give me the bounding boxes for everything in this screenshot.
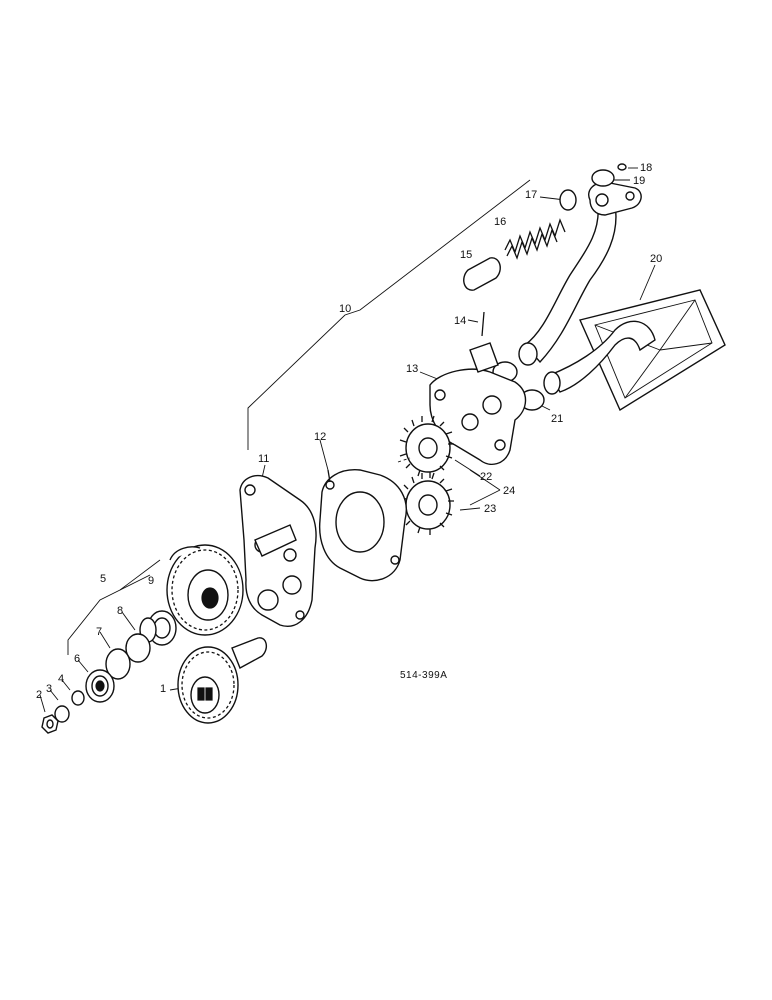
pump-gears bbox=[391, 415, 454, 535]
callout-4: 4 bbox=[58, 673, 64, 685]
callout-19: 19 bbox=[633, 175, 645, 187]
pump-gear-22 bbox=[399, 415, 454, 478]
callout-3: 3 bbox=[46, 683, 52, 695]
pump-cover-13 bbox=[429, 342, 527, 466]
bearing-6 bbox=[85, 669, 115, 703]
washers bbox=[41, 690, 85, 734]
callout-18: 18 bbox=[640, 162, 652, 174]
spacer-7 bbox=[105, 648, 131, 680]
pump-body-12 bbox=[318, 469, 407, 582]
callout-21: 21 bbox=[551, 413, 563, 425]
callout-6: 6 bbox=[74, 653, 80, 665]
spring-16 bbox=[504, 218, 566, 260]
washer-3 bbox=[54, 705, 70, 723]
drive-gear-1 bbox=[177, 637, 268, 724]
callout-20: 20 bbox=[650, 253, 662, 265]
callout-2: 2 bbox=[36, 689, 42, 701]
callout-11: 11 bbox=[258, 453, 269, 465]
callout-9: 9 bbox=[148, 575, 154, 587]
callout-23: 23 bbox=[484, 503, 496, 515]
plunger-15 bbox=[463, 257, 501, 291]
snap-rings bbox=[105, 633, 151, 680]
oil-pipe-assembly bbox=[518, 181, 726, 412]
callout-10: 10 bbox=[339, 303, 351, 315]
callout-labels: 1 2 3 4 5 6 7 8 9 10 11 12 13 14 15 16 1… bbox=[36, 162, 662, 701]
callout-8: 8 bbox=[117, 605, 123, 617]
washer-4 bbox=[71, 690, 85, 706]
callout-1: 1 bbox=[160, 683, 166, 695]
idler-gear-9 bbox=[166, 544, 244, 636]
snap-ring-8 bbox=[125, 633, 151, 663]
pump-housing-11 bbox=[239, 474, 317, 627]
callout-14: 14 bbox=[454, 315, 466, 327]
callout-15: 15 bbox=[460, 249, 472, 261]
callout-16: 16 bbox=[494, 216, 506, 228]
pump-gear-23 bbox=[399, 472, 454, 535]
callout-7: 7 bbox=[96, 626, 102, 638]
callout-24: 24 bbox=[503, 485, 515, 497]
callout-5: 5 bbox=[100, 573, 106, 585]
callout-13: 13 bbox=[406, 363, 418, 375]
callout-22: 22 bbox=[480, 471, 492, 483]
plug-17 bbox=[559, 189, 577, 211]
callout-12: 12 bbox=[314, 431, 326, 443]
pin-14 bbox=[481, 311, 485, 337]
leader-lines bbox=[39, 167, 656, 713]
small-ring-18 bbox=[617, 163, 627, 171]
o-ring-19 bbox=[591, 169, 615, 187]
drawing-code: 514-399A bbox=[400, 670, 447, 681]
callout-17: 17 bbox=[525, 189, 537, 201]
